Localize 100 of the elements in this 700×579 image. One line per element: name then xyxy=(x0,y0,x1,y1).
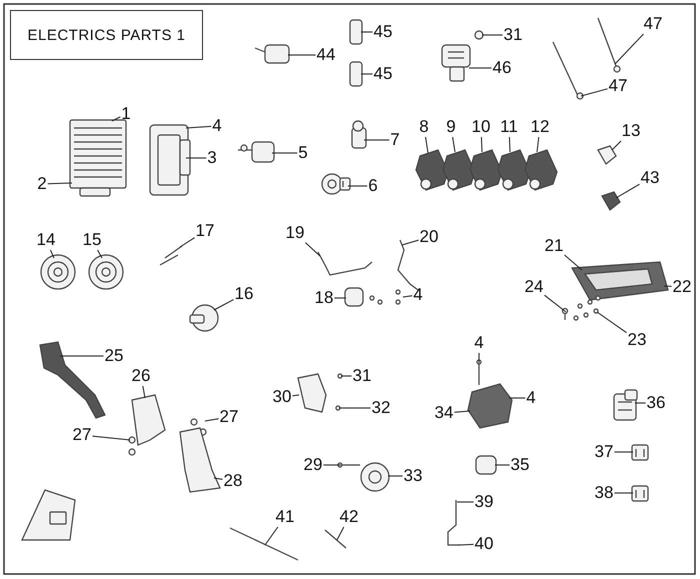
leader-line xyxy=(634,402,646,404)
leader-line xyxy=(454,410,470,413)
leader-line xyxy=(664,286,672,287)
callout-number: 47 xyxy=(644,15,662,33)
callout-number: 7 xyxy=(390,131,400,149)
callout-number: 46 xyxy=(492,59,512,77)
sensor-drawing xyxy=(189,304,219,332)
leader-line xyxy=(580,88,608,96)
rod-drawing xyxy=(230,527,298,561)
leader-line xyxy=(180,237,196,248)
bolt-drawing xyxy=(476,359,482,385)
connector-drawing xyxy=(601,191,621,211)
callout-number: 39 xyxy=(474,493,494,511)
leader-line xyxy=(142,386,146,398)
title: ELECTRICS PARTS 1 xyxy=(10,10,203,60)
callout-number: 32 xyxy=(372,399,390,417)
callout-number: 4 xyxy=(413,286,423,304)
leader-line xyxy=(112,116,121,122)
callout-number: 23 xyxy=(628,331,646,349)
callout-number: 10 xyxy=(472,118,490,136)
callout-number: 22 xyxy=(672,278,692,296)
callout-number: 35 xyxy=(510,456,530,474)
bolt-drawing xyxy=(337,373,343,379)
horn-drawing xyxy=(40,254,76,290)
sensor-drawing xyxy=(344,287,383,307)
leader-line xyxy=(264,526,278,546)
bracket-drawing xyxy=(179,427,221,493)
callout-number: 21 xyxy=(544,237,564,255)
ignition-coil-drawing xyxy=(524,149,558,191)
callout-number: 6 xyxy=(368,177,378,195)
fuse-drawing xyxy=(631,444,649,461)
callout-number: 20 xyxy=(420,228,438,246)
bracket-drawing xyxy=(297,373,327,413)
callout-number: 45 xyxy=(374,65,392,83)
sensor-drawing xyxy=(254,44,290,64)
leader-line xyxy=(536,136,540,152)
control-unit-drawing xyxy=(69,119,127,197)
leader-line xyxy=(92,436,130,440)
callout-number: 19 xyxy=(286,224,304,242)
callout-number: 27 xyxy=(220,408,238,426)
nut-drawing xyxy=(474,30,484,40)
leader-line xyxy=(508,136,510,152)
callout-number: 28 xyxy=(224,472,242,490)
injector-drawing xyxy=(349,19,363,45)
control-unit-drawing xyxy=(149,124,191,196)
callout-number: 44 xyxy=(316,46,336,64)
callout-number: 43 xyxy=(640,169,660,187)
callout-number: 11 xyxy=(500,118,518,136)
callout-number: 33 xyxy=(404,467,422,485)
callout-number: 31 xyxy=(352,367,372,385)
leader-line xyxy=(452,136,456,152)
callout-number: 17 xyxy=(196,222,214,240)
leader-line xyxy=(97,250,102,258)
leader-line xyxy=(402,240,420,246)
callout-number: 29 xyxy=(304,456,322,474)
callout-number: 27 xyxy=(72,426,92,444)
leader-line xyxy=(612,140,622,150)
leader-line xyxy=(336,526,344,540)
leader-line xyxy=(322,464,342,466)
screw-drawing xyxy=(160,246,182,266)
callout-number: 9 xyxy=(446,118,456,136)
injector-drawing xyxy=(349,61,363,87)
callout-number: 13 xyxy=(622,122,640,140)
callout-number: 4 xyxy=(526,389,536,407)
callout-number: 15 xyxy=(82,231,102,249)
callout-number: 8 xyxy=(419,118,429,136)
callout-number: 42 xyxy=(340,508,358,526)
callout-number: 14 xyxy=(36,231,56,249)
sensor-drawing xyxy=(441,44,471,82)
pedal-drawing xyxy=(39,341,106,419)
callout-number: 36 xyxy=(646,394,666,412)
bolt-drawing xyxy=(337,462,360,468)
leader-line xyxy=(288,54,316,56)
leader-line xyxy=(616,184,640,198)
callout-number: 4 xyxy=(474,334,484,352)
horn-drawing xyxy=(360,462,390,492)
relay-drawing xyxy=(613,389,638,421)
leader-line xyxy=(494,464,510,466)
leader-line xyxy=(614,34,644,64)
callout-number: 38 xyxy=(594,484,614,502)
wire-drawing xyxy=(317,252,372,276)
callout-number: 47 xyxy=(608,77,628,95)
leader-line xyxy=(214,478,224,480)
screw-drawing xyxy=(562,308,568,320)
callout-number: 25 xyxy=(104,347,124,365)
leader-line xyxy=(272,152,298,154)
callout-number: 18 xyxy=(314,289,334,307)
sensor-drawing xyxy=(597,18,621,73)
ignition-coil-drawing xyxy=(469,149,503,191)
leader-line xyxy=(186,126,212,128)
connector-drawing xyxy=(597,145,617,165)
leader-line xyxy=(480,136,482,152)
callout-number: 12 xyxy=(530,118,550,136)
bracket-drawing xyxy=(131,394,166,446)
screw-drawing xyxy=(395,289,401,305)
callout-number: 34 xyxy=(434,404,454,422)
switch-drawing xyxy=(321,173,351,195)
relay-drawing xyxy=(475,455,497,475)
cable-drawing xyxy=(324,530,346,548)
callout-number: 30 xyxy=(272,388,292,406)
